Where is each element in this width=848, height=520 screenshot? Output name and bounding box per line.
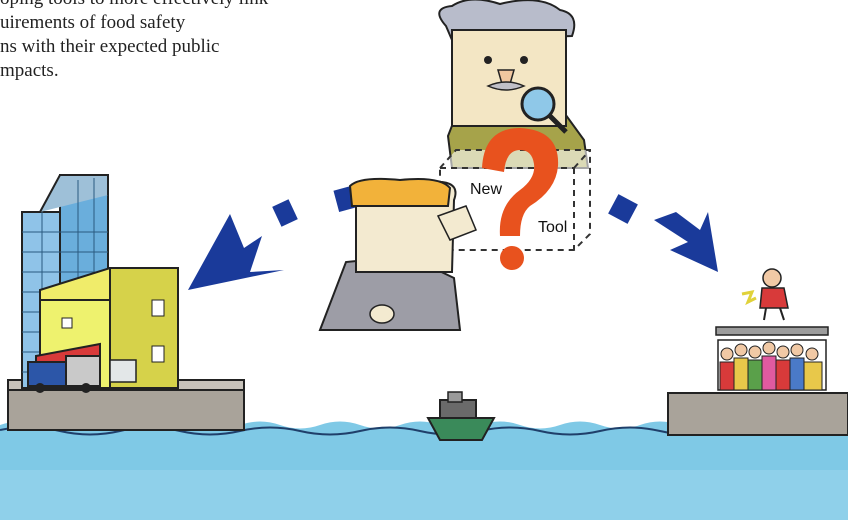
arrow-to-industry xyxy=(188,186,357,290)
caption-line: mpacts. xyxy=(0,60,59,81)
crowd xyxy=(715,326,829,391)
boat xyxy=(426,391,496,441)
question-mark xyxy=(482,128,559,270)
water xyxy=(0,421,848,520)
new-label: New xyxy=(470,181,502,198)
caption-line: uirements of food safety xyxy=(0,12,186,33)
arrow-to-public xyxy=(608,194,718,272)
caption-line: oping tools to more effectively link xyxy=(0,0,340,11)
delivery-truck xyxy=(27,342,137,393)
tool-label: Tool xyxy=(538,219,567,236)
caption-line: ns with their expected public xyxy=(0,36,220,57)
researcher-figure xyxy=(318,177,477,331)
caption-text: oping tools to more effectively link uir… xyxy=(0,0,340,83)
right-pier xyxy=(667,392,848,436)
public-figure xyxy=(741,268,789,321)
